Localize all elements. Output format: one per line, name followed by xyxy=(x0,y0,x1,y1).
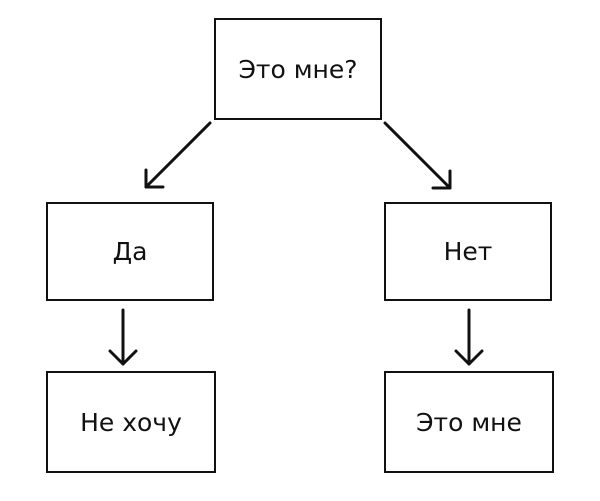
arrow-root-to-no xyxy=(383,121,452,190)
arrow-yes-to-yes-result xyxy=(108,308,138,366)
yes-node: Да xyxy=(46,202,214,301)
no-node: Нет xyxy=(384,202,552,301)
no-result-node-label: Это мне xyxy=(416,407,522,437)
arrow-no-to-no-result xyxy=(454,308,484,366)
question-node-label: Это мне? xyxy=(238,54,358,84)
yes-result-node-label: Не хочу xyxy=(80,407,182,437)
yes-result-node: Не хочу xyxy=(46,371,216,473)
no-node-label: Нет xyxy=(443,237,493,266)
arrow-root-to-yes xyxy=(144,121,212,189)
question-node: Это мне? xyxy=(214,18,382,120)
no-result-node: Это мне xyxy=(384,371,554,473)
yes-node-label: Да xyxy=(112,237,148,266)
